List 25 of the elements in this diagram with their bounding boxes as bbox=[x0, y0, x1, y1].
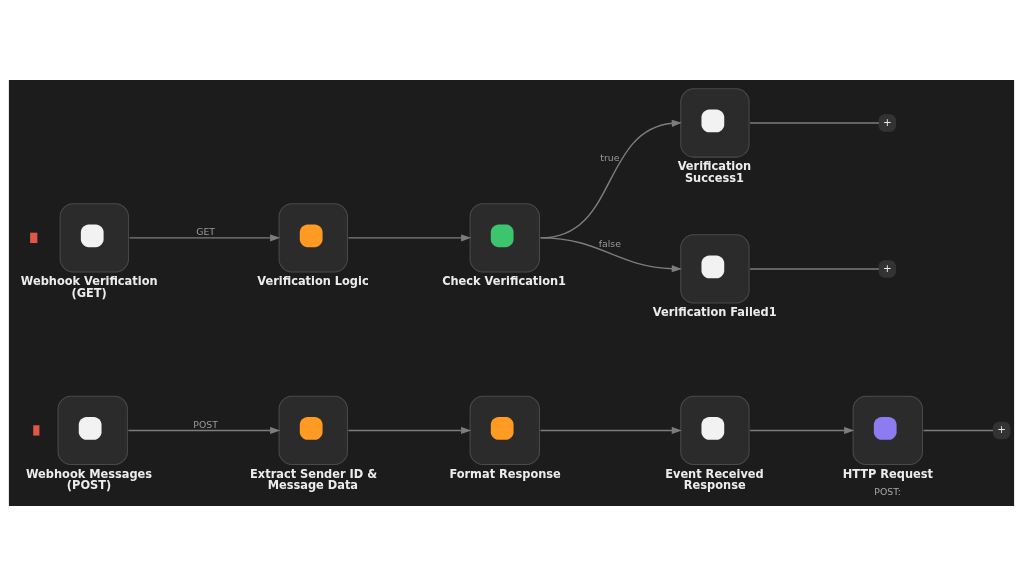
connector bbox=[749, 121, 880, 124]
node-label: Check Verification1 bbox=[442, 273, 566, 288]
node-label: Verification Logic bbox=[257, 273, 369, 288]
connector bbox=[922, 429, 994, 431]
edge-label: false bbox=[598, 237, 621, 249]
arrow bbox=[749, 426, 855, 434]
node-label: Webhook Messages (POST) bbox=[25, 466, 153, 492]
node-label: Event Received Response bbox=[665, 466, 764, 492]
arrow bbox=[539, 236, 682, 272]
node-label: POST: bbox=[874, 485, 901, 497]
edge-label: GET bbox=[196, 225, 215, 237]
edge-label: true bbox=[600, 151, 620, 163]
arrow bbox=[127, 426, 281, 434]
arrow bbox=[539, 426, 682, 434]
arrow bbox=[347, 426, 472, 434]
node-label: Webhook Verification (GET) bbox=[20, 273, 158, 300]
connector bbox=[749, 267, 880, 270]
edge-label: POST bbox=[193, 418, 218, 430]
arrow bbox=[347, 233, 472, 241]
node-label: Verification Failed1 bbox=[652, 304, 777, 319]
node-label: Format Response bbox=[449, 466, 561, 481]
arrow bbox=[128, 233, 281, 241]
node-label: HTTP Request bbox=[842, 466, 934, 481]
node-label: Extract Sender ID & Message Data bbox=[250, 466, 378, 492]
node-label: Verification Success1 bbox=[677, 158, 752, 185]
